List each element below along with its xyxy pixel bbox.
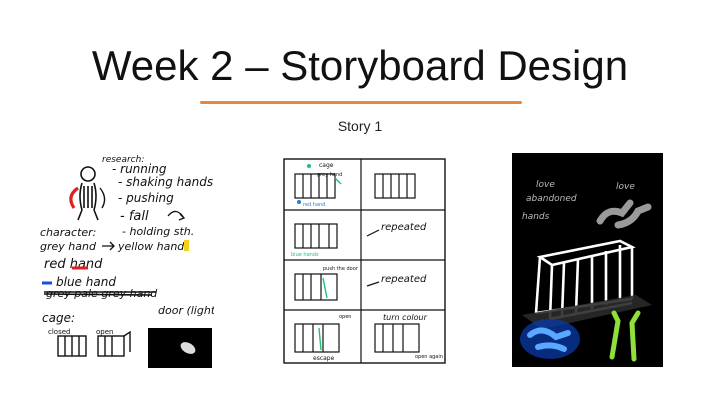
storyboard-note: cage	[319, 162, 334, 169]
storyboard-sketch: cage grey hand red hand blue hands push …	[283, 158, 446, 364]
research-item: - shaking hands	[118, 175, 213, 189]
red-arm-icon	[69, 186, 79, 209]
character-label: grey hand	[40, 240, 97, 253]
green-hands-icon	[609, 310, 641, 362]
blue-hands-icon	[527, 327, 571, 352]
cage-heading: cage:	[42, 311, 75, 325]
strikethrough	[43, 291, 156, 296]
storyboard-note: grey hand	[317, 172, 342, 178]
character-art-drawing: love abandoned hands love	[520, 180, 652, 362]
slide-title: Week 2 – Storyboard Design	[91, 42, 629, 89]
storyboard-drawing: cage grey hand red hand blue hands push …	[283, 158, 446, 364]
character-label: yellow hand	[117, 240, 185, 253]
blue-glow	[520, 319, 580, 359]
art-label: love	[616, 182, 635, 192]
arrow-icon	[167, 210, 186, 221]
arrow-icon	[366, 281, 380, 287]
storyboard-note: open	[339, 314, 351, 320]
arrow-icon	[102, 241, 115, 251]
crossed-out-label: grey pale grey hand	[46, 287, 158, 300]
art-label: abandoned	[526, 194, 577, 204]
storyboard-note: escape	[313, 355, 335, 362]
door-label: door (light)	[158, 304, 214, 317]
character-heading: character:	[40, 226, 96, 239]
cage-open-icon	[97, 330, 131, 357]
character-label: red hand	[44, 257, 103, 272]
research-item: - holding sth.	[122, 225, 194, 238]
art-label: love	[536, 180, 555, 190]
character-label: blue hand	[56, 275, 116, 289]
art-label: hands	[522, 212, 550, 222]
yellow-swatch	[184, 240, 189, 251]
storyboard-note: push the door	[323, 266, 359, 272]
repeat-label: repeated	[381, 222, 427, 233]
door-light-sketch	[148, 328, 212, 368]
cage-state-label: open	[96, 328, 113, 336]
research-item: - running	[112, 162, 167, 176]
repeat-label: repeated	[381, 274, 427, 285]
storyboard-note: open again	[415, 354, 443, 360]
research-heading: research:	[102, 155, 144, 165]
cage-closed-icon	[57, 335, 87, 357]
green-hand-marks	[318, 177, 342, 351]
arrow-icon	[366, 229, 380, 237]
storyboard-note: turn colour	[383, 313, 428, 322]
grey-hands-icon	[596, 199, 652, 229]
running-figure-icon	[77, 166, 99, 221]
slide-subtitle: Story 1	[337, 118, 383, 134]
research-sketch: research: - running - shaking hands - pu…	[38, 148, 219, 370]
character-art: love abandoned hands love	[512, 153, 663, 367]
storyboard-note: blue hands	[291, 252, 319, 258]
title-underline	[200, 101, 522, 104]
research-item: - fall	[120, 209, 149, 224]
storyboard-note: red hand	[303, 202, 325, 208]
cage-state-label: closed	[48, 328, 70, 336]
research-sketch-drawing: research: - running - shaking hands - pu…	[40, 155, 219, 368]
research-item: - pushing	[118, 191, 174, 205]
